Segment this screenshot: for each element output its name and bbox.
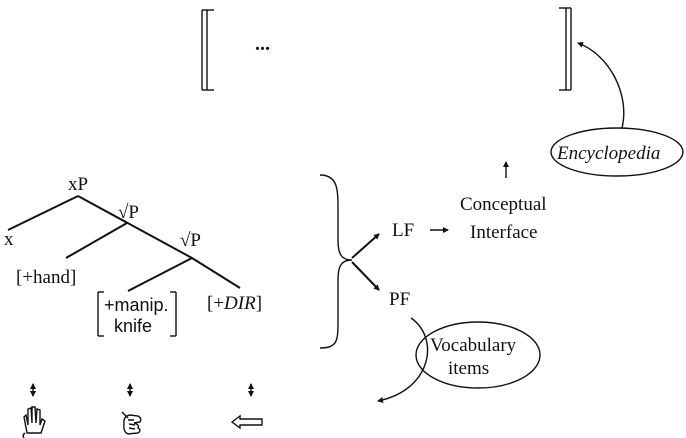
left-double-bracket <box>201 9 214 91</box>
vocabulary-label-line1: Vocabulary <box>430 335 517 356</box>
syntax-tree: xP x √P √P [+hand] +manip. knife [+DIR] <box>4 174 262 337</box>
tree-edge-root-hand <box>65 222 128 259</box>
top-bracketed-structure: ... <box>201 7 572 91</box>
tree-edge-root-manip <box>127 257 193 292</box>
knife-grip-hand-icon <box>121 411 142 435</box>
vocabulary-ellipse <box>415 321 541 389</box>
right-double-bracket <box>559 7 572 91</box>
hand-feature: [+hand] <box>16 267 76 288</box>
vocabulary-label-line2: items <box>448 358 489 379</box>
pf-to-output-arrow <box>377 317 429 403</box>
open-hand-icon <box>22 406 46 438</box>
dir-feature-close: ] <box>256 293 262 314</box>
encyclopedia-to-structure-arrow <box>577 41 625 129</box>
encyclopedia-label: Encyclopedia <box>556 143 660 164</box>
conceptual-interface-line1: Conceptual <box>460 194 547 215</box>
dir-feature-open: [+ <box>207 293 224 314</box>
tree-edge-xp-x <box>7 195 79 231</box>
manip-feature-line1: +manip. <box>104 295 169 315</box>
manip-feature-bracket <box>97 291 177 337</box>
dir-feature-italic: DIR <box>223 293 256 314</box>
xp-node-label: xP <box>68 174 88 195</box>
dir-feature: [+DIR] <box>207 293 262 314</box>
conceptual-interface-line2: Interface <box>470 222 538 243</box>
root-p-node-label-1: √P <box>118 202 139 223</box>
arrow-to-pf <box>351 261 380 291</box>
ellipsis-text: ... <box>255 33 270 55</box>
lf-label: LF <box>392 220 414 241</box>
x-node-label: x <box>4 229 14 250</box>
manip-feature-line2: knife <box>114 316 152 336</box>
root-p-node-label-2: √P <box>180 230 201 251</box>
tree-edge-xp-root <box>77 195 193 259</box>
tree-edge-root-dir <box>191 257 241 289</box>
pf-label: PF <box>389 289 410 310</box>
curly-brace <box>319 174 353 349</box>
arrow-to-lf <box>351 233 380 259</box>
encyclopedia-ellipse <box>550 127 684 177</box>
left-arrow-icon <box>230 414 263 430</box>
